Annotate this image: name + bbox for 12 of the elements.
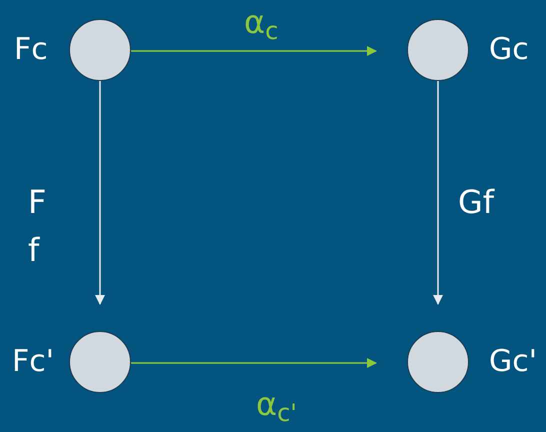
node-label: Fc' [12, 343, 55, 381]
arrow [95, 81, 105, 305]
node-label: Fc [14, 31, 49, 69]
node-label: Gc [489, 31, 530, 69]
node-label: Gc' [489, 343, 538, 381]
arrow [131, 358, 377, 368]
arrow [433, 81, 443, 305]
edge-label: α$_{c'}$ [256, 384, 297, 426]
edge-label: Gf [458, 182, 494, 223]
arrow [131, 46, 377, 56]
edge-label: α$_{c}$ [244, 2, 278, 44]
edge-label: Ff [28, 182, 48, 271]
